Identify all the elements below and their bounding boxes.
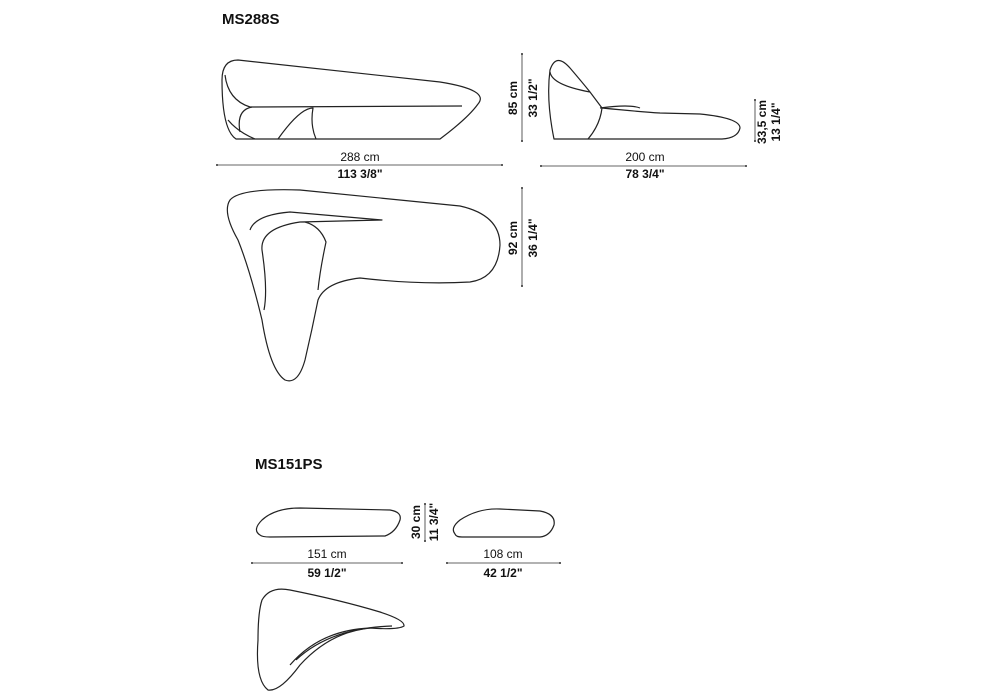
ms151ps-width-dimension: 151 cm 59 1/2" xyxy=(250,547,404,580)
ms288s-side-view xyxy=(548,59,741,140)
width-in: 113 3/8" xyxy=(337,167,382,181)
depth-in: 42 1/2" xyxy=(483,566,522,580)
ms288s-height-dimension: 85 cm 33 1/2" xyxy=(506,52,540,143)
ms151ps-side-view xyxy=(452,508,555,538)
ms288s-top-view xyxy=(226,189,501,382)
height-cm: 30 cm xyxy=(409,505,423,539)
ms288s-seat-dimension: 33,5 cm 13 1/4" xyxy=(753,98,783,144)
depth-in: 78 3/4" xyxy=(625,167,664,181)
seat-cm: 33,5 cm xyxy=(755,100,769,144)
model-title-ms151ps: MS151PS xyxy=(255,456,323,473)
ms151ps-top-view xyxy=(256,588,405,691)
ms151ps-front-view xyxy=(255,507,401,538)
height-in: 11 3/4" xyxy=(427,503,441,541)
seat-in: 13 1/4" xyxy=(769,102,783,141)
depth-cm: 200 cm xyxy=(625,150,664,164)
top-cm: 92 cm xyxy=(506,221,520,255)
model-title-ms288s: MS288S xyxy=(222,11,280,28)
ms288s-top-dimension: 92 cm 36 1/4" xyxy=(506,186,540,288)
ms151ps-depth-dimension: 108 cm 42 1/2" xyxy=(445,547,562,580)
width-cm: 151 cm xyxy=(307,547,346,561)
depth-cm: 108 cm xyxy=(483,547,522,561)
width-cm: 288 cm xyxy=(340,150,379,164)
ms151ps-height-dimension: 30 cm 11 3/4" xyxy=(409,503,441,543)
ms288s-width-dimension: 288 cm 113 3/8" xyxy=(215,150,504,181)
ms288s-depth-dimension: 200 cm 78 3/4" xyxy=(539,150,748,181)
top-in: 36 1/4" xyxy=(526,218,540,257)
height-in: 33 1/2" xyxy=(526,78,540,117)
height-cm: 85 cm xyxy=(506,81,520,115)
ms288s-front-view xyxy=(221,59,481,140)
width-in: 59 1/2" xyxy=(307,566,346,580)
